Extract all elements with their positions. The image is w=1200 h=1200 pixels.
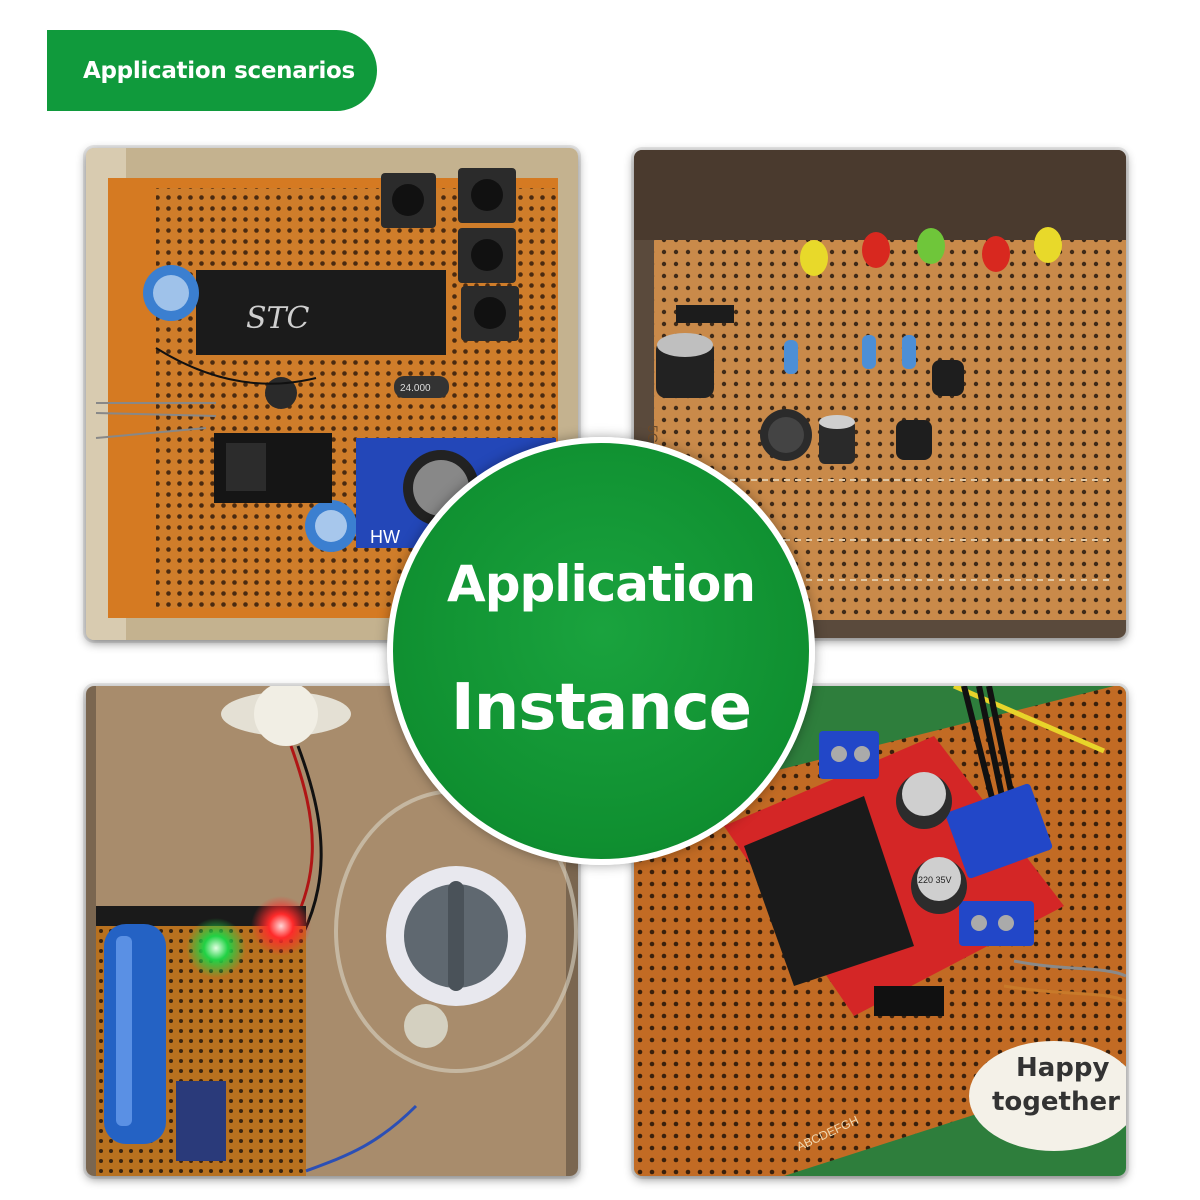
chip-label: STC xyxy=(246,301,310,336)
badge-line1: Application xyxy=(447,555,756,613)
sticker-line2: together xyxy=(992,1087,1120,1117)
section-title: Application scenarios xyxy=(83,57,355,84)
sticker-line1: Happy xyxy=(1016,1053,1110,1083)
section-banner: Application scenarios xyxy=(47,30,377,111)
crystal-label: 24.000 xyxy=(400,383,431,394)
cap-label: 220 35V xyxy=(918,875,952,885)
module-label: HW xyxy=(370,527,400,547)
photo-driver-board: ABCDEFGH 220 35V Happy together xyxy=(634,686,1126,1176)
application-instance-badge: Application Instance xyxy=(387,437,815,865)
badge-line2: Instance xyxy=(450,671,752,745)
